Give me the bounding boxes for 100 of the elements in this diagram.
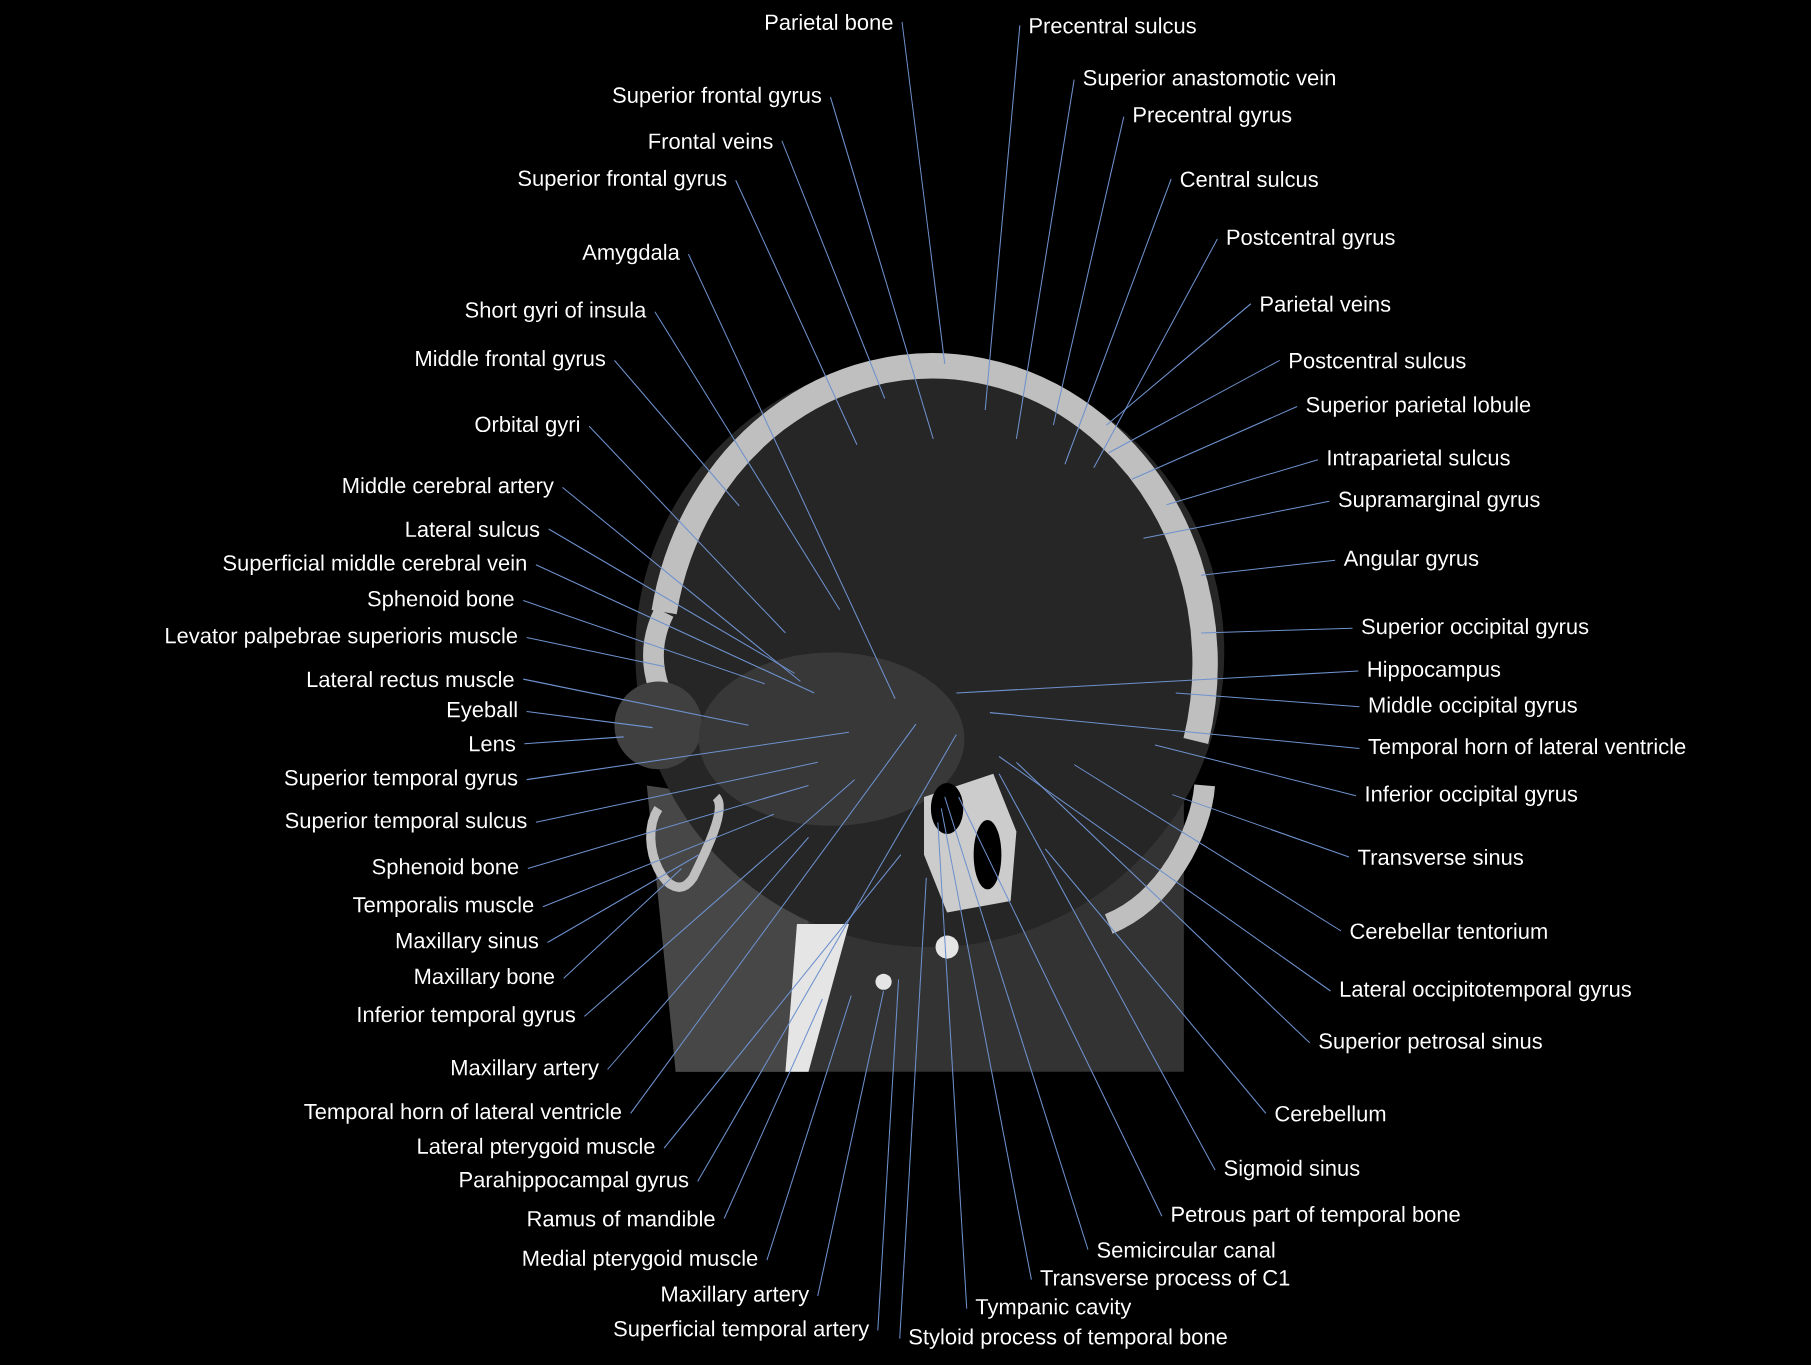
leader-line: [1166, 459, 1319, 506]
leader-line: [607, 836, 809, 1070]
leader-line: [526, 710, 654, 729]
anatomy-label: Levator palpebrae superioris muscle: [166, 627, 518, 648]
leader-line: [583, 779, 856, 1017]
leader-line: [955, 670, 1359, 694]
anatomy-label: Medial pterygoid muscle: [523, 1249, 758, 1271]
leader-line: [654, 311, 841, 611]
anatomy-label: Lateral pterygoid muscle: [418, 1137, 655, 1159]
anatomy-label: Middle frontal gyrus: [416, 350, 606, 371]
anatomy-label: Precentral sulcus: [1030, 17, 1196, 34]
anatomy-label: Superior frontal gyrus: [518, 169, 727, 191]
anatomy-label: Lateral sulcus: [406, 520, 540, 537]
anatomy-label: Parietal veins: [1261, 295, 1391, 312]
anatomy-label: Maxillary bone: [415, 967, 555, 989]
anatomy-label: Maxillary artery: [662, 1285, 810, 1307]
anatomy-label: Temporalis muscle: [353, 896, 534, 917]
leader-line: [829, 96, 934, 440]
anatomy-label: Temporal horn of lateral ventricle: [1368, 738, 1686, 759]
leader-line: [899, 877, 927, 1340]
anatomy-label: Parahippocampal gyrus: [460, 1171, 689, 1192]
leader-line: [998, 773, 1216, 1171]
anatomy-label: Superficial middle cerebral vein: [223, 554, 526, 575]
anatomy-label: Intraparietal sulcus: [1328, 449, 1510, 470]
anatomy-label: Hippocampus: [1368, 660, 1501, 682]
anatomy-label: Superior petrosal sinus: [1319, 1032, 1542, 1054]
leader-line: [526, 731, 850, 781]
anatomy-label: Inferior occipital gyrus: [1366, 785, 1578, 806]
anatomy-label: Precentral gyrus: [1134, 106, 1292, 127]
anatomy-label: Superior anastomotic vein: [1083, 69, 1335, 90]
anatomy-label: Transverse sinus: [1358, 848, 1523, 865]
anatomy-label: Superior frontal gyrus: [613, 86, 822, 108]
leader-line: [563, 867, 682, 979]
leader-line: [663, 854, 902, 1149]
anatomy-label: Superior temporal sulcus: [285, 812, 527, 833]
leader-line: [1073, 764, 1342, 932]
leader-line: [940, 807, 1032, 1281]
anatomy-label: Temporal horn of lateral ventricle: [304, 1103, 622, 1124]
leader-line: [1015, 761, 1311, 1044]
leader-line: [697, 733, 957, 1182]
leader-line: [937, 821, 968, 1310]
leader-line: [944, 796, 1089, 1251]
anatomy-label: Styloid process of temporal bone: [909, 1328, 1227, 1349]
leader-line: [1131, 405, 1298, 480]
leader-line: [535, 564, 815, 694]
anatomy-label: Amygdala: [582, 243, 680, 265]
leader-line: [588, 425, 786, 634]
leader-line: [630, 723, 917, 1114]
anatomy-label: Eyeball: [447, 701, 517, 722]
leader-line: [526, 636, 665, 667]
leader-line: [1200, 559, 1336, 576]
leader-line: [535, 761, 819, 823]
anatomy-label: Frontal veins: [649, 132, 773, 149]
anatomy-label: Cerebellum: [1275, 1105, 1386, 1122]
leader-line: [1052, 116, 1125, 426]
leader-line: [1044, 848, 1267, 1114]
anatomy-label: Postcentral gyrus: [1227, 228, 1395, 250]
anatomy-label: Superior parietal lobule: [1306, 396, 1531, 417]
leader-line: [522, 678, 749, 726]
anatomy-label: Superior temporal gyrus: [284, 769, 518, 790]
leader-line: [613, 359, 740, 507]
leader-line: [1064, 178, 1172, 465]
anatomy-label: Inferior temporal gyrus: [358, 1006, 576, 1027]
leader-line: [901, 21, 946, 365]
leader-line: [1108, 359, 1281, 454]
anatomy-label: Petrous part of temporal bone: [1172, 1205, 1460, 1227]
leader-line: [542, 813, 775, 908]
anatomy-label: Sphenoid bone: [368, 590, 514, 611]
leader-line: [984, 24, 1021, 411]
anatomy-label: Middle cerebral artery: [343, 477, 554, 498]
anatomy-label: Angular gyrus: [1343, 549, 1479, 571]
anatomy-label: Superficial temporal artery: [614, 1320, 870, 1341]
anatomy-label: Maxillary sinus: [396, 932, 539, 953]
anatomy-label: Superior occipital gyrus: [1362, 618, 1589, 639]
anatomy-label: Orbital gyri: [475, 415, 579, 437]
leader-line: [522, 600, 766, 685]
leader-line: [561, 486, 801, 682]
leader-line: [817, 990, 885, 1297]
anatomy-label: Sphenoid bone: [372, 858, 519, 879]
anatomy-label: Short gyri of insula: [465, 301, 647, 322]
anatomy-label: Central sulcus: [1180, 170, 1318, 187]
leader-line: [1175, 692, 1360, 708]
anatomy-label: Sigmoid sinus: [1224, 1159, 1360, 1181]
leader-line: [998, 755, 1332, 992]
anatomy-label: Maxillary artery: [452, 1059, 599, 1080]
anatomy-label: Lateral occipitotemporal gyrus: [1340, 980, 1631, 1002]
leader-line: [735, 179, 858, 446]
anatomy-label: Ramus of mandible: [528, 1210, 715, 1227]
leader-line: [781, 140, 886, 399]
leader-line: [1105, 303, 1252, 426]
anatomy-label: Transverse process of C1: [1040, 1269, 1290, 1290]
anatomy-label: Semicircular canal: [1097, 1241, 1275, 1258]
leader-line: [766, 995, 852, 1261]
leader-line: [1093, 238, 1218, 469]
anatomy-label: Lateral rectus muscle: [307, 671, 514, 688]
anatomy-label: Postcentral sulcus: [1290, 352, 1466, 369]
leader-line: [1154, 744, 1357, 797]
anatomy-label: Cerebellar tentorium: [1350, 922, 1547, 939]
leader-line: [687, 253, 896, 700]
leader-line: [548, 528, 796, 674]
